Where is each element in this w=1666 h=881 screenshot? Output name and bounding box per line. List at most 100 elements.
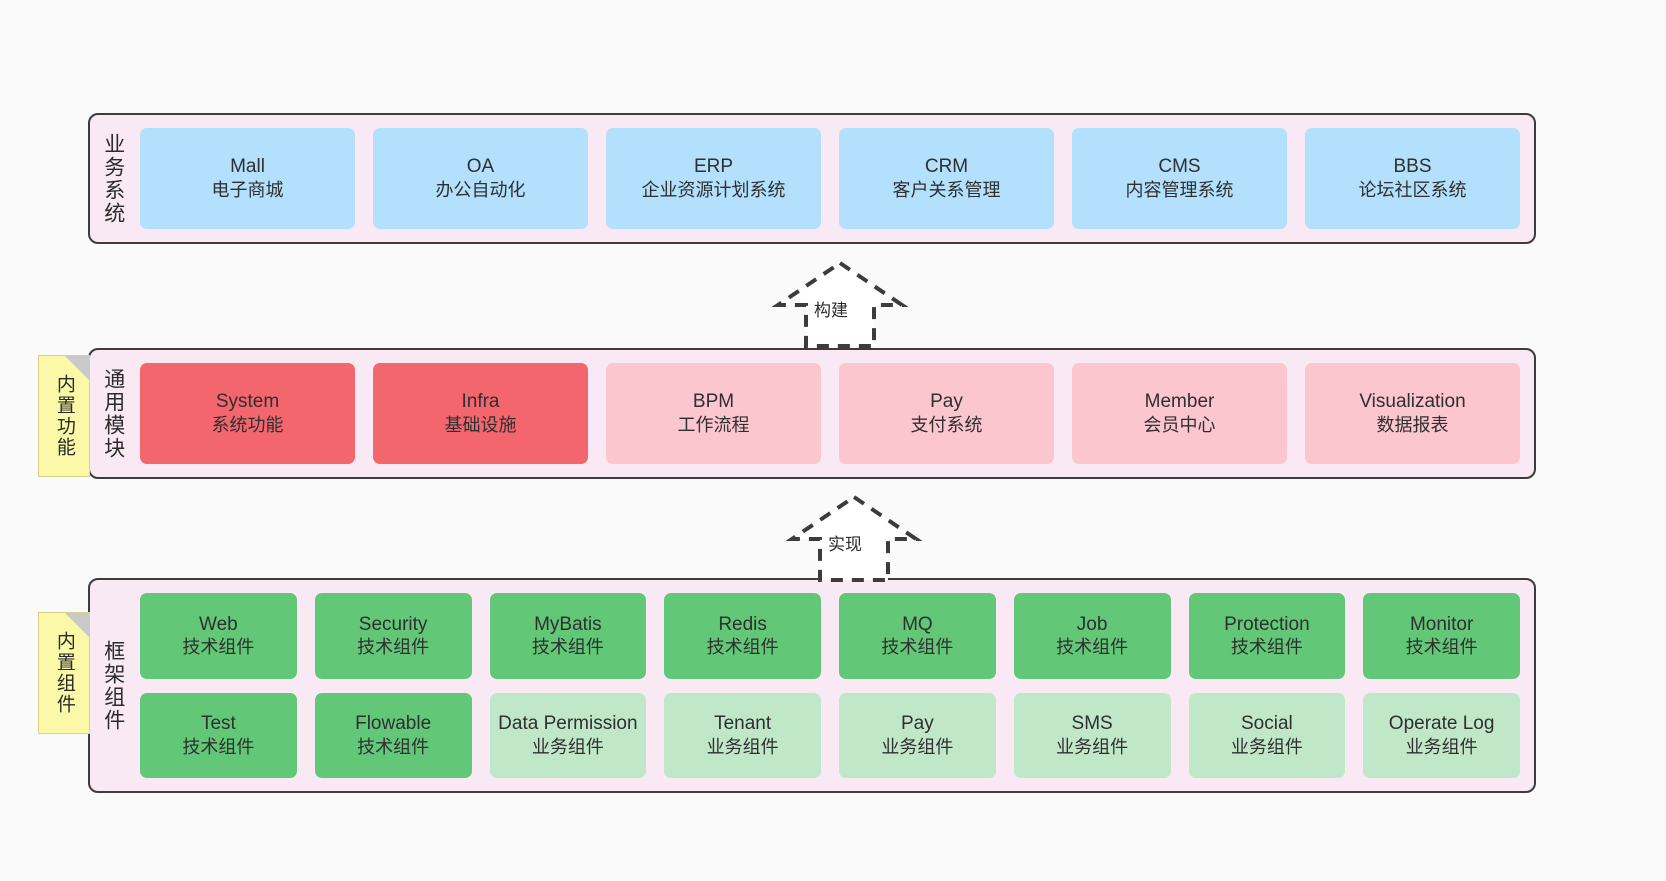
layer-body-common-module: System 系统功能 Infra 基础设施 BPM 工作流程 Pay 支付系统… [136,350,1534,477]
node-label-cn: 会员中心 [1143,415,1216,436]
node-pay-component[interactable]: Pay 业务组件 [839,692,996,778]
node-label-en: BPM [692,391,735,413]
node-label-en: OA [466,156,495,178]
node-operate-log[interactable]: Operate Log 业务组件 [1363,692,1520,778]
node-row: Web 技术组件 Security 技术组件 MyBatis 技术组件 Redi… [140,593,1520,679]
node-oa[interactable]: OA 办公自动化 [373,128,588,229]
node-label-en: ERP [693,156,734,178]
node-label-en: Mall [230,156,265,178]
layer-business-system: 业务系统 Mall 电子商城 OA 办公自动化 ERP 企业资源计划系统 CRM… [88,113,1536,244]
sticky-note-label: 内置功能 [53,374,75,458]
node-infra[interactable]: Infra 基础设施 [373,363,588,464]
node-label-en: BBS [1393,156,1432,178]
node-visualization[interactable]: Visualization 数据报表 [1305,363,1520,464]
node-label-en: Visualization [1359,391,1466,413]
node-label-en: Flowable [355,713,432,735]
node-label-en: CRM [924,156,969,178]
node-label-en: MyBatis [534,613,602,635]
layer-common-module: 通用模块 System 系统功能 Infra 基础设施 BPM 工作流程 Pay… [88,348,1536,479]
node-label-cn: 系统功能 [211,415,284,436]
node-label-cn: 技术组件 [357,637,430,658]
connector-implement-arrow [785,494,923,582]
node-flowable[interactable]: Flowable 技术组件 [314,692,472,778]
node-label-en: Operate Log [1388,713,1495,735]
sticky-note-builtin-components: 内置组件 [38,612,90,734]
node-protection[interactable]: Protection 技术组件 [1188,593,1346,679]
sticky-note-builtin-features: 内置功能 [38,355,90,477]
node-label-cn: 电子商城 [211,180,284,201]
node-label-en: Social [1241,713,1293,735]
layer-title-framework-component: 框架组件 [101,639,125,732]
layer-body-framework-component: Web 技术组件 Security 技术组件 MyBatis 技术组件 Redi… [136,580,1534,791]
node-pay-module[interactable]: Pay 支付系统 [839,363,1054,464]
node-label-cn: 基础设施 [444,415,517,436]
connector-build: 构建 [752,258,912,348]
layer-body-business-system: Mall 电子商城 OA 办公自动化 ERP 企业资源计划系统 CRM 客户关系… [136,115,1534,242]
node-label-cn: 技术组件 [1230,637,1303,658]
node-data-permission[interactable]: Data Permission 业务组件 [489,692,647,778]
node-crm[interactable]: CRM 客户关系管理 [839,128,1054,229]
node-label-cn: 支付系统 [910,415,983,436]
node-label-cn: 业务组件 [881,736,954,757]
node-label-en: Tenant [714,713,772,735]
node-label-cn: 技术组件 [706,637,779,658]
node-test[interactable]: Test 技术组件 [140,692,297,778]
node-label-cn: 工作流程 [677,415,750,436]
node-label-cn: 客户关系管理 [892,180,1001,201]
node-label-en: CMS [1158,156,1201,178]
node-label-cn: 企业资源计划系统 [641,180,786,201]
node-label-en: Infra [461,391,500,413]
connector-build-label: 构建 [814,301,848,320]
node-mq[interactable]: MQ 技术组件 [839,593,996,679]
node-row: Test 技术组件 Flowable 技术组件 Data Permission … [140,692,1520,778]
node-label-cn: 内容管理系统 [1125,180,1234,201]
node-bbs[interactable]: BBS 论坛社区系统 [1305,128,1520,229]
node-bpm[interactable]: BPM 工作流程 [606,363,821,464]
connector-implement-label: 实现 [828,535,862,554]
layer-title-common-module: 通用模块 [101,367,125,460]
node-label-cn: 技术组件 [182,736,255,757]
layer-framework-component: 框架组件 Web 技术组件 Security 技术组件 MyBatis 技术组件… [88,578,1536,793]
connector-implement: 实现 [766,492,926,582]
node-sms[interactable]: SMS 业务组件 [1013,692,1171,778]
connector-build-arrow [771,260,909,348]
node-label-en: Pay [901,713,934,735]
node-erp[interactable]: ERP 企业资源计划系统 [606,128,821,229]
node-label-en: System [215,391,280,413]
node-label-cn: 业务组件 [1056,736,1129,757]
node-label-en: Protection [1224,613,1310,635]
sticky-note-label: 内置组件 [53,631,75,715]
node-web[interactable]: Web 技术组件 [140,593,297,679]
node-mall[interactable]: Mall 电子商城 [140,128,355,229]
layer-title-business-system: 业务系统 [101,132,125,225]
node-redis[interactable]: Redis 技术组件 [664,593,821,679]
node-label-cn: 业务组件 [1405,736,1478,757]
node-label-en: Member [1144,391,1215,413]
node-job[interactable]: Job 技术组件 [1013,593,1171,679]
node-system[interactable]: System 系统功能 [140,363,355,464]
node-security[interactable]: Security 技术组件 [314,593,472,679]
node-label-cn: 业务组件 [531,736,604,757]
node-row: Mall 电子商城 OA 办公自动化 ERP 企业资源计划系统 CRM 客户关系… [140,128,1520,229]
node-label-en: Job [1076,613,1108,635]
node-label-cn: 业务组件 [706,736,779,757]
node-label-en: SMS [1071,713,1113,735]
node-social[interactable]: Social 业务组件 [1188,692,1346,778]
node-monitor[interactable]: Monitor 技术组件 [1363,593,1520,679]
node-label-cn: 业务组件 [1230,736,1303,757]
node-label-cn: 技术组件 [357,736,430,757]
node-cms[interactable]: CMS 内容管理系统 [1072,128,1287,229]
node-label-en: Security [358,613,428,635]
node-label-en: MQ [902,613,933,635]
node-member[interactable]: Member 会员中心 [1072,363,1287,464]
node-label-cn: 技术组件 [531,637,604,658]
node-mybatis[interactable]: MyBatis 技术组件 [489,593,647,679]
node-label-en: Test [200,713,236,735]
node-label-cn: 办公自动化 [435,180,526,201]
node-tenant[interactable]: Tenant 业务组件 [664,692,821,778]
node-label-cn: 论坛社区系统 [1358,180,1467,201]
note-fold-corner-icon [65,613,89,637]
node-label-cn: 技术组件 [1405,637,1478,658]
node-label-en: Data Permission [498,713,638,735]
